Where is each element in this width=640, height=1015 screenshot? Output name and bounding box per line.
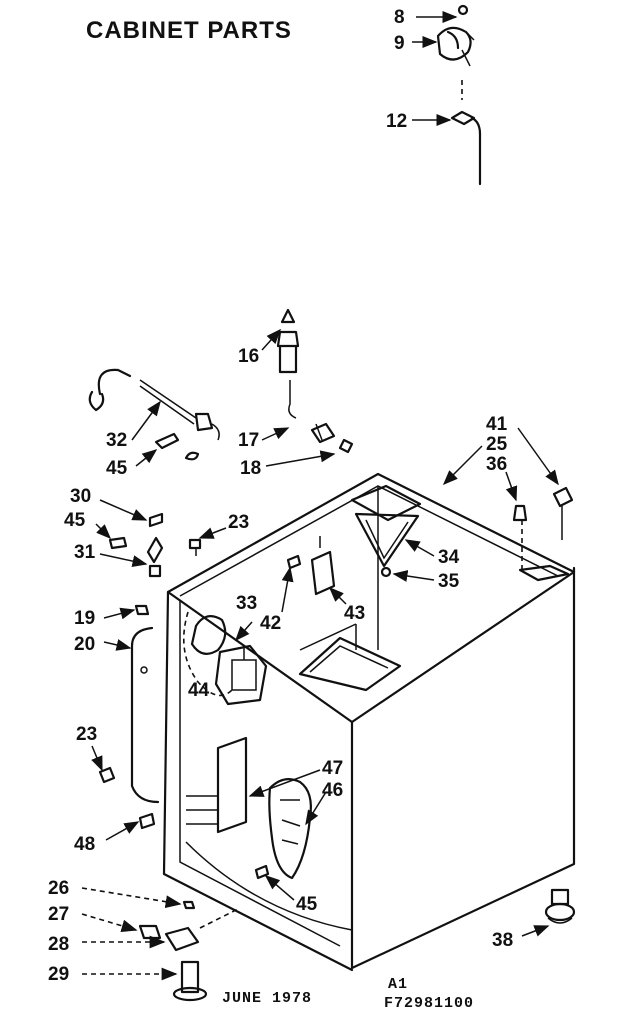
callout-28: 28 [48,934,69,955]
callout-41: 41 [486,414,508,435]
switch-assembly [182,611,268,706]
inlet-valve-fitting [310,422,354,454]
callout-23-lower: 23 [76,724,97,745]
callout-8: 8 [394,7,405,28]
pump-assembly [186,736,312,880]
diagram-title: CABINET PARTS [86,17,292,44]
callout-26: 26 [48,878,69,899]
callout-32: 32 [106,430,127,451]
left-bracket-20 [98,604,160,830]
callout-18: 18 [240,458,261,479]
callout-42: 42 [260,613,281,634]
callout-labels: 8 9 12 16 17 18 32 45 41 25 36 30 45 23 … [48,7,513,985]
callout-19: 19 [74,608,95,629]
callout-45-bottom: 45 [296,894,318,915]
callout-9: 9 [394,33,405,54]
callout-45-left: 45 [64,510,86,531]
callout-16: 16 [238,346,259,367]
cabinet-body [162,472,576,972]
fill-fitting [276,308,300,419]
callout-35: 35 [438,571,460,592]
callout-20: 20 [74,634,95,655]
callout-38: 38 [492,930,513,951]
drain-hose-assembly [88,368,220,461]
leader-lines [81,11,559,981]
top-hardware-group [436,4,482,186]
footer-date: JUNE 1978 [222,990,312,1007]
callout-45-top: 45 [106,458,128,479]
bracket-43 [286,536,336,596]
callout-30: 30 [70,486,91,507]
callout-48: 48 [74,834,95,855]
callout-43: 43 [344,603,365,624]
small-hardware-left [108,512,202,578]
callout-44: 44 [188,680,210,701]
footer-code-line1: A1 [388,976,408,993]
footer-code-line2: F72981100 [384,995,474,1012]
callout-47: 47 [322,758,343,779]
callout-27: 27 [48,904,69,925]
callout-23-upper: 23 [228,512,249,533]
callout-25: 25 [486,434,508,455]
callout-36: 36 [486,454,507,475]
callout-17: 17 [238,430,259,451]
callout-34: 34 [438,547,460,568]
callout-46: 46 [322,780,343,801]
top-clips [512,486,574,540]
callout-33: 33 [236,593,257,614]
callout-31: 31 [74,542,96,563]
callout-29: 29 [48,964,69,985]
callout-12: 12 [386,111,407,132]
